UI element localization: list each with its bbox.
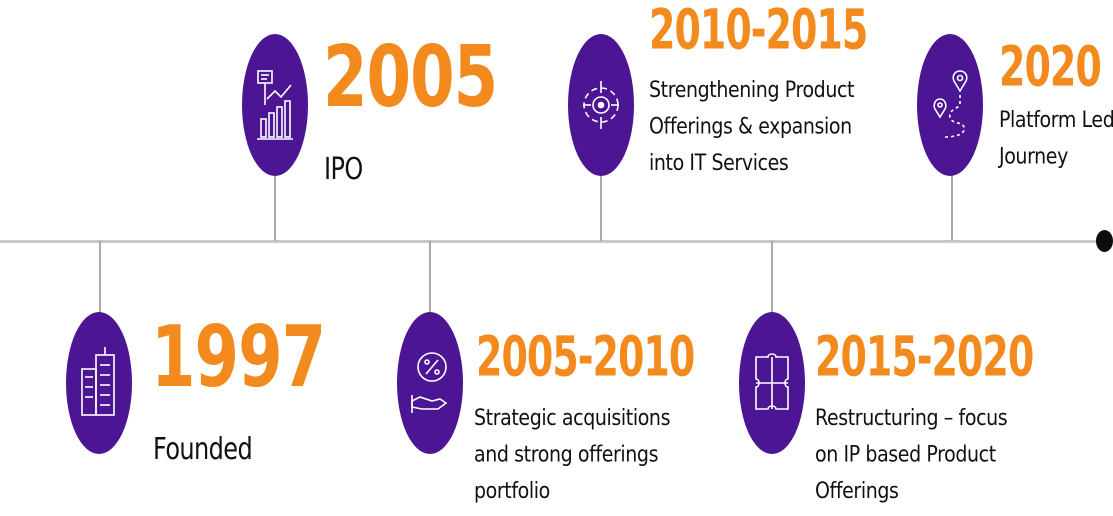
milestone-circle <box>242 34 308 176</box>
connector-2020 <box>951 172 953 241</box>
ipo-chart-icon <box>257 70 293 140</box>
buildings-icon <box>81 347 115 416</box>
milestone-description: Strategic acquisitions and strong offeri… <box>474 404 671 504</box>
connector-2015-2020 <box>771 241 773 315</box>
milestone-year: 2005-2010 <box>476 324 695 389</box>
milestone-year: 1997 <box>151 309 326 408</box>
connector-2005-2010 <box>429 241 431 315</box>
milestone-year: 2015-2020 <box>815 324 1034 389</box>
connector-2010-2015 <box>600 172 602 241</box>
hand-percent-icon <box>411 352 448 413</box>
milestone-circle <box>739 312 805 454</box>
milestone-description: Strengthening Product Offerings & expans… <box>649 76 855 176</box>
puzzle-icon <box>755 353 789 410</box>
milestone-circle <box>66 312 132 454</box>
target-icon <box>583 81 619 129</box>
milestone-description: Restructuring – focus on IP based Produc… <box>815 404 1008 504</box>
route-pin-icon <box>933 70 968 138</box>
milestone-description: Platform Led Journey <box>999 106 1113 170</box>
milestone-year: 2010-2015 <box>649 0 868 62</box>
milestone-year: 2020 <box>999 34 1102 99</box>
timeline-axis <box>0 240 1103 243</box>
milestone-description: IPO <box>324 151 363 187</box>
milestone-description: Founded <box>153 431 253 467</box>
connector-1997 <box>99 241 101 315</box>
timeline-end-dot <box>1096 230 1113 252</box>
milestone-circle <box>397 312 463 454</box>
milestone-circle <box>568 34 634 176</box>
milestone-circle <box>917 34 983 176</box>
milestone-year: 2005 <box>323 29 498 128</box>
connector-2005 <box>274 172 276 241</box>
